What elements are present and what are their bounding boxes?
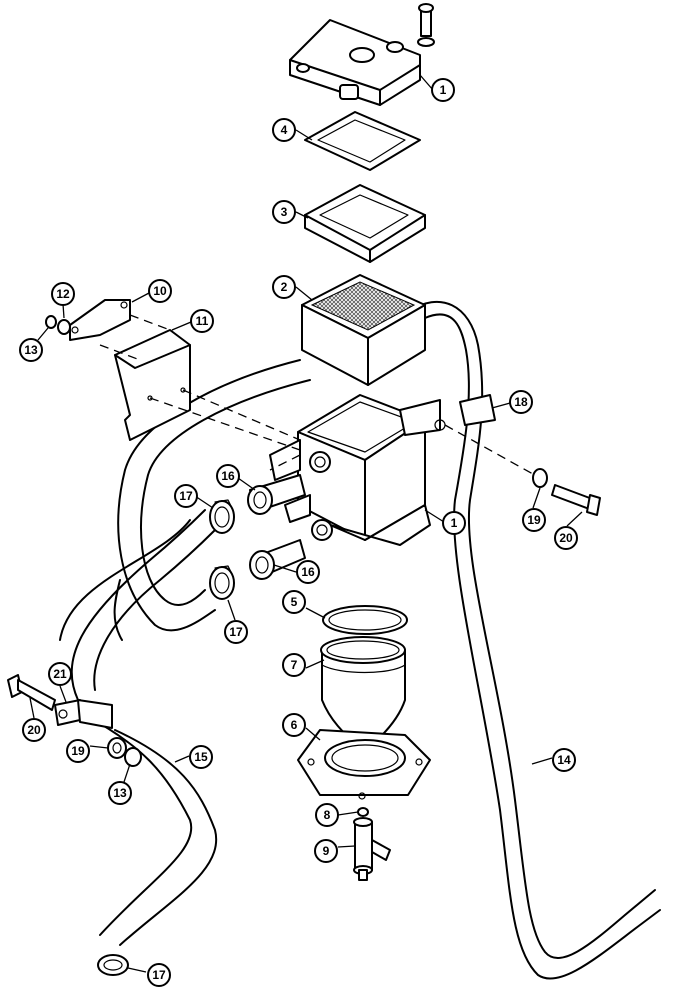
bracket-10 (69, 299, 131, 341)
callout-16-lower: 16 (296, 560, 320, 584)
bracket-21 (54, 699, 113, 729)
frame-3 (304, 184, 426, 263)
callout-17-bottom: 17 (147, 963, 171, 987)
leader-lines (29, 74, 583, 973)
svg-text:17: 17 (229, 625, 243, 639)
callout-14: 14 (552, 748, 576, 772)
hose-15 (59, 509, 218, 946)
svg-text:5: 5 (291, 595, 298, 609)
callout-2: 2 (272, 275, 296, 299)
svg-text:4: 4 (281, 123, 288, 137)
callout-10: 10 (148, 279, 172, 303)
callout-4: 4 (272, 118, 296, 142)
svg-text:18: 18 (514, 395, 528, 409)
svg-text:9: 9 (323, 844, 330, 858)
callout-16-upper: 16 (216, 464, 240, 488)
callout-20-right: 20 (554, 526, 578, 550)
callout-15: 15 (189, 745, 213, 769)
svg-text:10: 10 (153, 284, 167, 298)
clamp-17-upper (209, 499, 235, 534)
svg-text:7: 7 (291, 658, 298, 672)
top-cover (289, 19, 421, 106)
callout-6: 6 (282, 713, 306, 737)
callout-21: 21 (48, 662, 72, 686)
callout-19-right: 19 (522, 508, 546, 532)
bolt-20-right (532, 468, 601, 516)
washers-19-13-left (107, 737, 142, 767)
hose-clamp-18 (459, 394, 496, 426)
callout-7: 7 (282, 653, 306, 677)
svg-text:17: 17 (152, 968, 166, 982)
svg-text:13: 13 (24, 343, 38, 357)
bolt-20-left (7, 674, 56, 711)
svg-text:6: 6 (291, 718, 298, 732)
svg-text:21: 21 (53, 667, 67, 681)
filter-element-2 (301, 274, 426, 386)
svg-text:16: 16 (301, 565, 315, 579)
gasket-4 (304, 111, 421, 171)
callout-17-lower: 17 (224, 620, 248, 644)
top-bolt (417, 3, 435, 47)
callout-19-left: 19 (66, 739, 90, 763)
callout-5: 5 (282, 590, 306, 614)
o-ring-8 (357, 807, 369, 817)
callout-1-top: 1 (431, 78, 455, 102)
svg-text:19: 19 (527, 513, 541, 527)
clamp-17-lower (209, 565, 235, 600)
svg-text:19: 19 (71, 744, 85, 758)
clamp-17-bottom (97, 954, 129, 976)
callout-3: 3 (272, 200, 296, 224)
callout-11: 11 (190, 309, 214, 333)
svg-text:12: 12 (56, 287, 70, 301)
callout-8: 8 (315, 803, 339, 827)
washers-12-13 (45, 315, 71, 335)
svg-text:20: 20 (559, 531, 573, 545)
callout-17-upper: 17 (174, 484, 198, 508)
svg-text:2: 2 (281, 280, 288, 294)
svg-text:13: 13 (113, 786, 127, 800)
svg-text:1: 1 (440, 83, 447, 97)
svg-text:16: 16 (221, 469, 235, 483)
bowl-7 (320, 636, 406, 743)
callouts: 1 4 3 2 10 12 11 13 18 16 17 1 19 20 16 … (19, 78, 578, 987)
callout-20-left: 20 (22, 718, 46, 742)
svg-text:20: 20 (27, 723, 41, 737)
svg-text:8: 8 (324, 808, 331, 822)
drain-valve-9 (353, 817, 391, 881)
fitting-16-lower (249, 539, 306, 580)
svg-text:11: 11 (196, 314, 209, 328)
base-plate-6 (297, 729, 431, 800)
svg-text:15: 15 (194, 750, 208, 764)
svg-text:14: 14 (557, 753, 571, 767)
svg-text:1: 1 (451, 516, 458, 530)
svg-text:3: 3 (281, 205, 288, 219)
callout-1-lower: 1 (442, 511, 466, 535)
callout-12: 12 (51, 282, 75, 306)
fitting-16-upper (247, 474, 306, 515)
alignment-lines (99, 314, 541, 479)
seal-ring-5 (322, 605, 408, 635)
hose-loop (113, 359, 311, 641)
svg-text:17: 17 (179, 489, 193, 503)
callout-18: 18 (509, 390, 533, 414)
bracket-11 (114, 329, 191, 441)
callout-13-bottom: 13 (108, 781, 132, 805)
callout-13-top: 13 (19, 338, 43, 362)
callout-9: 9 (314, 839, 338, 863)
filter-body (269, 394, 446, 546)
hose-14 (407, 301, 661, 980)
